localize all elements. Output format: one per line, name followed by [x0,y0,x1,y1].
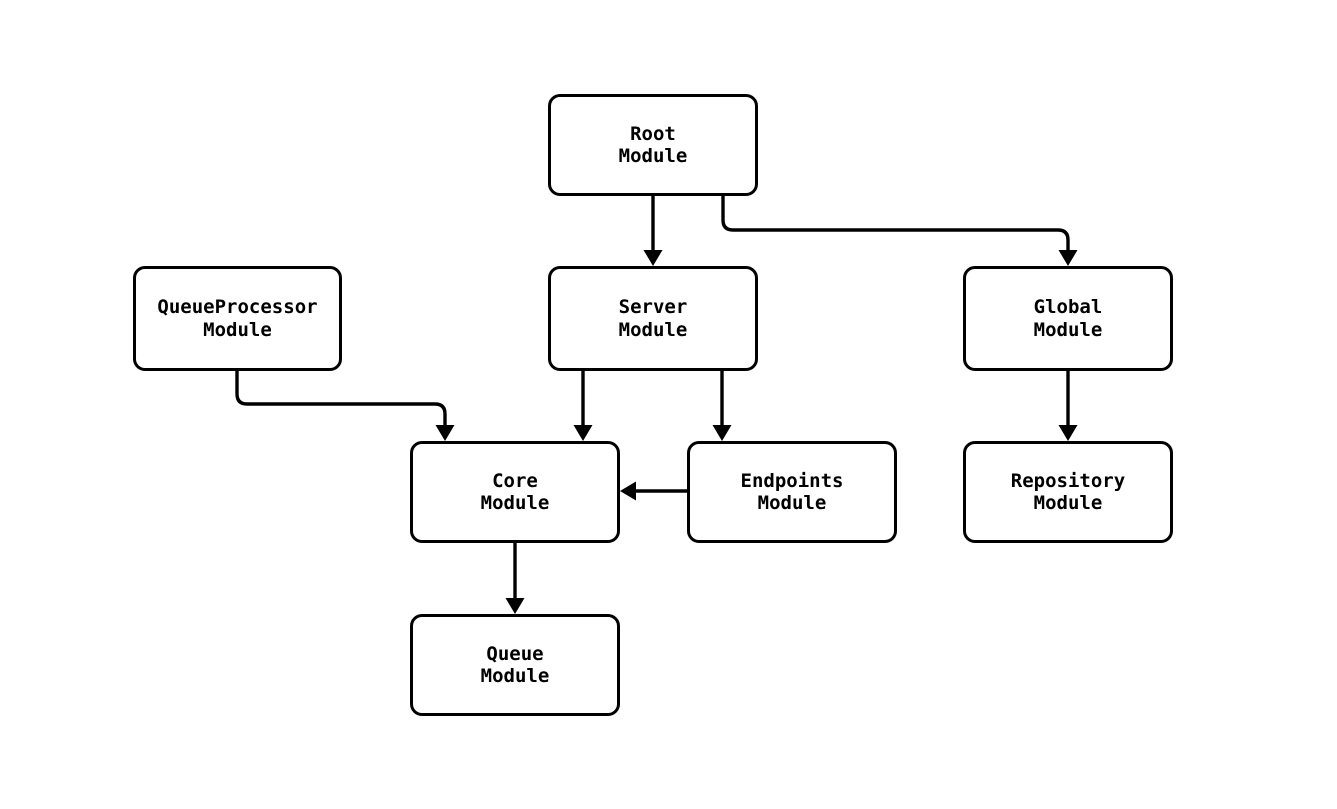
edge-server-endpoints [712,371,732,441]
arrowhead-global-repository [1058,425,1078,441]
edge-queueprocessor-core [235,371,455,441]
edge-global-repository [1058,371,1078,441]
edge-root-server [643,196,663,266]
node-queue-module-label-line1: Queue [486,642,544,665]
node-global-module-label-line1: Global [1033,296,1103,319]
edge-endpoints-core [620,481,687,501]
node-endpoints-module[interactable]: Endpoints Module [687,441,897,543]
node-repository-module[interactable]: Repository Module [963,441,1173,543]
node-repository-module-label-line1: Repository [1010,469,1126,492]
arrowhead-server-core [573,425,593,441]
node-queueprocessor-module-label-line2: Module [203,318,272,341]
edge-core-queue [505,543,525,614]
node-queueprocessor-module[interactable]: QueueProcessor Module [133,266,342,371]
node-root-module-label-line2: Module [618,145,688,167]
node-queueprocessor-module-label-line1: QueueProcessor [157,296,318,319]
arrowhead-core-queue [505,598,525,614]
node-core-module-label-line1: Core [492,469,538,492]
node-core-module[interactable]: Core Module [410,441,620,543]
edge-server-core [573,371,593,441]
node-global-module-label-line2: Module [1033,318,1103,341]
node-repository-module-label-line2: Module [1033,492,1103,514]
node-root-module-label-line1: Root [630,122,676,145]
arrowhead-root-server [643,250,663,266]
node-endpoints-module-label-line1: Endpoints [740,469,844,492]
node-queue-module-label-line2: Module [480,665,550,687]
arrowhead-root-global [1058,250,1078,266]
arrowhead-server-endpoints [712,425,732,441]
arrowhead-queueprocessor-core [435,425,455,441]
arrowhead-endpoints-core [620,481,636,501]
node-server-module[interactable]: Server Module [548,266,758,371]
node-global-module[interactable]: Global Module [963,266,1173,371]
node-server-module-label-line2: Module [618,318,688,341]
node-core-module-label-line2: Module [480,492,550,514]
edge-root-global [721,196,1078,266]
node-queue-module[interactable]: Queue Module [410,614,620,716]
node-endpoints-module-label-line2: Module [757,492,827,514]
node-root-module[interactable]: Root Module [548,94,758,196]
node-server-module-label-line1: Server [618,296,688,319]
